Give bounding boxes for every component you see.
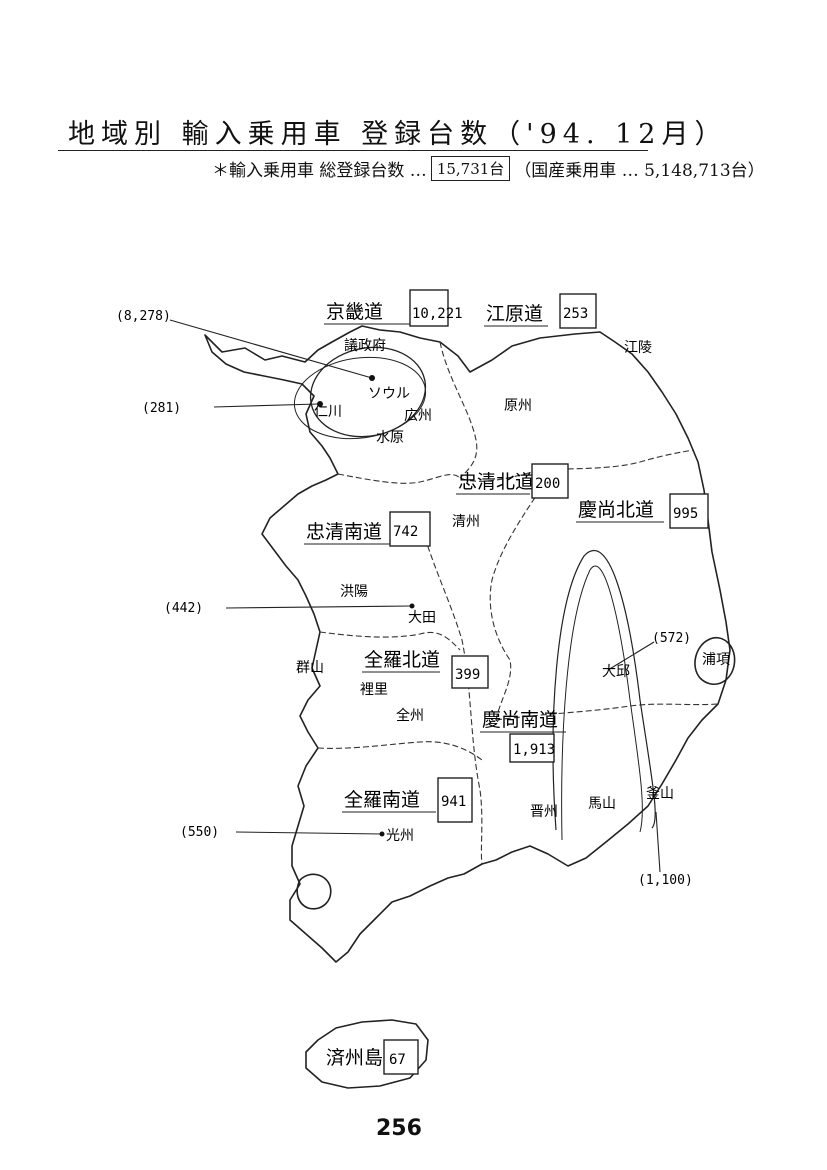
region-count: 941 — [441, 794, 466, 810]
city-label-incheon: 仁川 — [314, 404, 342, 420]
page-number: 256 — [376, 1116, 422, 1141]
city-label-busan: 釜山 — [646, 786, 674, 802]
border-chungbuk-gyeongbuk — [489, 489, 541, 721]
ulleung-island-mark — [694, 637, 736, 686]
city-label-daegu: 大邱 — [602, 664, 630, 680]
incheon-dot — [317, 401, 323, 407]
daegu-busan-loop — [552, 549, 656, 831]
border-west-east — [419, 519, 483, 865]
region-label: 慶尚北道 — [578, 499, 654, 521]
region-label: 全羅南道 — [344, 789, 420, 811]
region-count: 253 — [563, 306, 588, 322]
callout-gwangju: (550) — [180, 825, 219, 840]
region-label: 全羅北道 — [364, 649, 440, 671]
callout-daejeon: (442) — [164, 601, 203, 616]
region-gangwon: 江原道 253 — [484, 293, 597, 329]
leader-daegu — [607, 641, 655, 671]
mainland-outline — [204, 325, 731, 963]
border-chungnam-jeonbuk — [319, 631, 461, 651]
border-north-south-chungcheong — [337, 449, 695, 484]
subtitle-total-box: 15,731台 — [430, 156, 511, 181]
region-jeju: 済州島 67 — [326, 1039, 419, 1075]
seoul-dot — [369, 375, 375, 381]
city-label-cheongju: 清州 — [452, 514, 480, 530]
city-label-gangneung: 江陵 — [624, 340, 652, 356]
region-count: 200 — [535, 476, 560, 492]
city-label-seoul: ソウル — [368, 386, 410, 402]
region-chungnam: 忠清南道 742 — [304, 511, 431, 547]
region-label: 忠清北道 — [458, 471, 534, 493]
daejeon-dot — [409, 603, 415, 609]
leader-gwangju — [235, 831, 383, 835]
page-title: 地域別 輸入乗用車 登録台数（'94. 12月） — [68, 119, 728, 150]
region-count: 67 — [389, 1052, 406, 1068]
west-coast-island — [296, 873, 332, 910]
callout-seoul: (8,278) — [116, 309, 171, 324]
title-underline — [58, 150, 648, 151]
region-count: 1,913 — [513, 742, 555, 758]
leader-seoul — [169, 319, 373, 379]
city-label-uijeongbu: 議政府 — [344, 337, 386, 354]
region-label: 江原道 — [486, 303, 543, 325]
seoul-area-ring-outer — [293, 356, 427, 440]
region-label: 京畿道 — [326, 301, 383, 323]
subtitle: ＊輸入乗用車 総登録台数 … 15,731台 （国産乗用車 … 5,148,71… — [212, 156, 765, 181]
city-label-gunsan: 群山 — [296, 660, 324, 676]
city-label-gwangju-gyeonggi: 広州 — [404, 408, 432, 424]
city-label-daejeon: 大田 — [408, 610, 436, 626]
city-label-masan: 馬山 — [588, 796, 616, 812]
leader-incheon — [213, 403, 319, 408]
region-gyeongbuk: 慶尚北道 995 — [576, 493, 709, 529]
callout-daegu: (572) — [652, 631, 691, 646]
city-label-pohang: 浦項 — [702, 652, 730, 668]
region-label: 忠清南道 — [306, 521, 382, 543]
region-count: 399 — [455, 667, 480, 683]
region-gyeonggi: 京畿道 10,221 — [324, 289, 463, 327]
leader-busan — [655, 811, 661, 873]
region-count: 742 — [393, 524, 418, 540]
subtitle-prefix: ＊輸入乗用車 総登録台数 … — [212, 161, 427, 181]
city-label-iri: 裡里 — [360, 682, 388, 698]
city-label-suwon: 水原 — [376, 430, 404, 446]
region-label: 済州島 — [326, 1047, 383, 1069]
region-count: 995 — [673, 506, 698, 522]
city-label-wonju: 原州 — [504, 398, 532, 414]
city-label-gwangju: 光州 — [386, 828, 414, 844]
region-label: 慶尚南道 — [482, 709, 558, 731]
callout-incheon: (281) — [142, 401, 181, 416]
city-label-jeonju: 全州 — [396, 707, 424, 724]
border-jeonbuk-jeonnam — [317, 741, 483, 761]
region-jeonnam: 全羅南道 941 — [342, 777, 473, 823]
leader-daejeon — [225, 605, 413, 609]
subtitle-suffix: （国産乗用車 … 5,148,713台） — [514, 161, 765, 181]
region-jeonbuk: 全羅北道 399 — [362, 649, 489, 689]
region-gyeongnam: 慶尚南道 1,913 — [480, 709, 566, 763]
border-gyeonggi-gangwon — [439, 341, 478, 479]
daegu-busan-loop-inner — [561, 565, 643, 841]
callout-busan: (1,100) — [638, 873, 693, 888]
border-gyeongbuk-gyeongnam — [495, 703, 719, 721]
region-chungbuk: 忠清北道 200 — [456, 463, 569, 499]
gwangju-dot — [379, 831, 385, 837]
region-count: 10,221 — [412, 306, 463, 322]
city-label-jinju: 晋州 — [530, 804, 558, 820]
city-label-hongyang: 洪陽 — [340, 584, 368, 600]
